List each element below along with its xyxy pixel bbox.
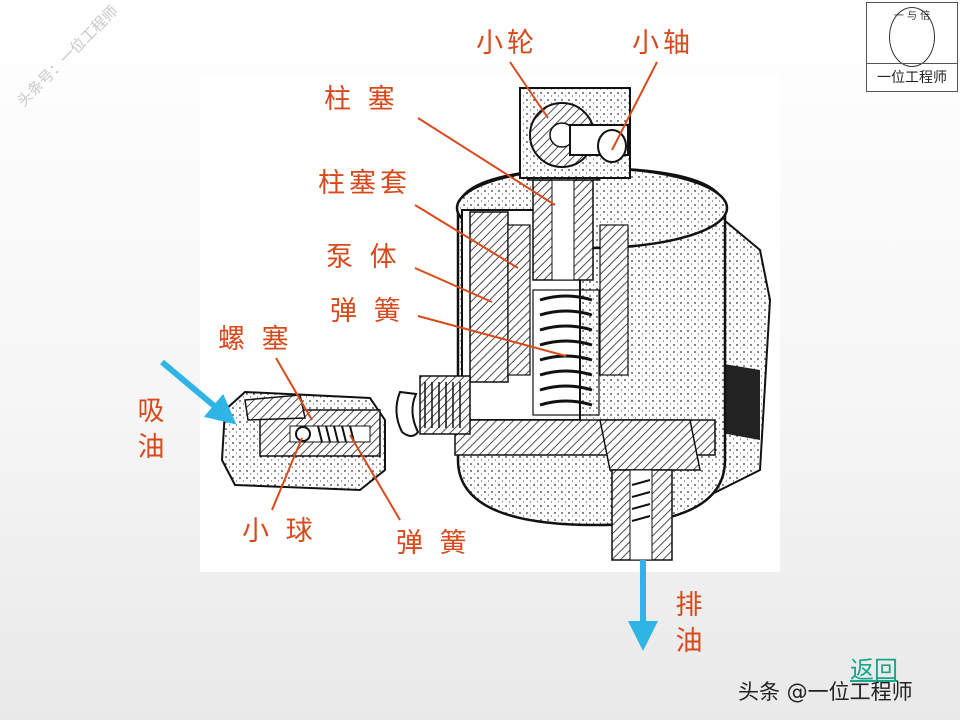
leader-lines xyxy=(271,61,658,521)
outlet-spring-coils xyxy=(631,479,651,522)
label-pump-body: 泵 体 xyxy=(326,242,401,273)
intake-arrow xyxy=(160,359,237,425)
label-plunger-sleeve: 柱塞套 xyxy=(318,168,411,199)
label-discharge: 排油 xyxy=(675,590,703,657)
footer-watermark: 头条 @一位工程师 xyxy=(738,680,913,704)
o-ring xyxy=(395,390,420,437)
label-wheel: 小轮 xyxy=(476,28,538,59)
sleeve-right xyxy=(599,224,629,376)
label-shaft: 小轴 xyxy=(632,28,694,59)
sleeve-left xyxy=(507,224,531,376)
label-plug: 螺 塞 xyxy=(218,324,293,355)
label-intake: 吸油 xyxy=(137,396,165,463)
inlet-threads xyxy=(424,382,461,428)
back-link[interactable]: 返回 xyxy=(850,656,898,684)
label-spring-upper: 弹 簧 xyxy=(330,296,405,327)
label-plunger: 柱 塞 xyxy=(324,84,399,115)
inlet-boss xyxy=(419,375,471,435)
pump-body-wall xyxy=(469,211,509,383)
brand-logo: 一 与 倍 一位工程师 xyxy=(866,2,958,92)
logo-text: 一位工程师 xyxy=(867,63,957,87)
label-ball: 小 球 xyxy=(242,516,317,547)
plunger-bore xyxy=(551,179,575,281)
small-ball xyxy=(295,426,311,442)
plug-screw xyxy=(244,394,306,421)
logo-mark: 一 与 倍 xyxy=(889,7,935,67)
label-spring-lower: 弹 簧 xyxy=(396,528,471,559)
